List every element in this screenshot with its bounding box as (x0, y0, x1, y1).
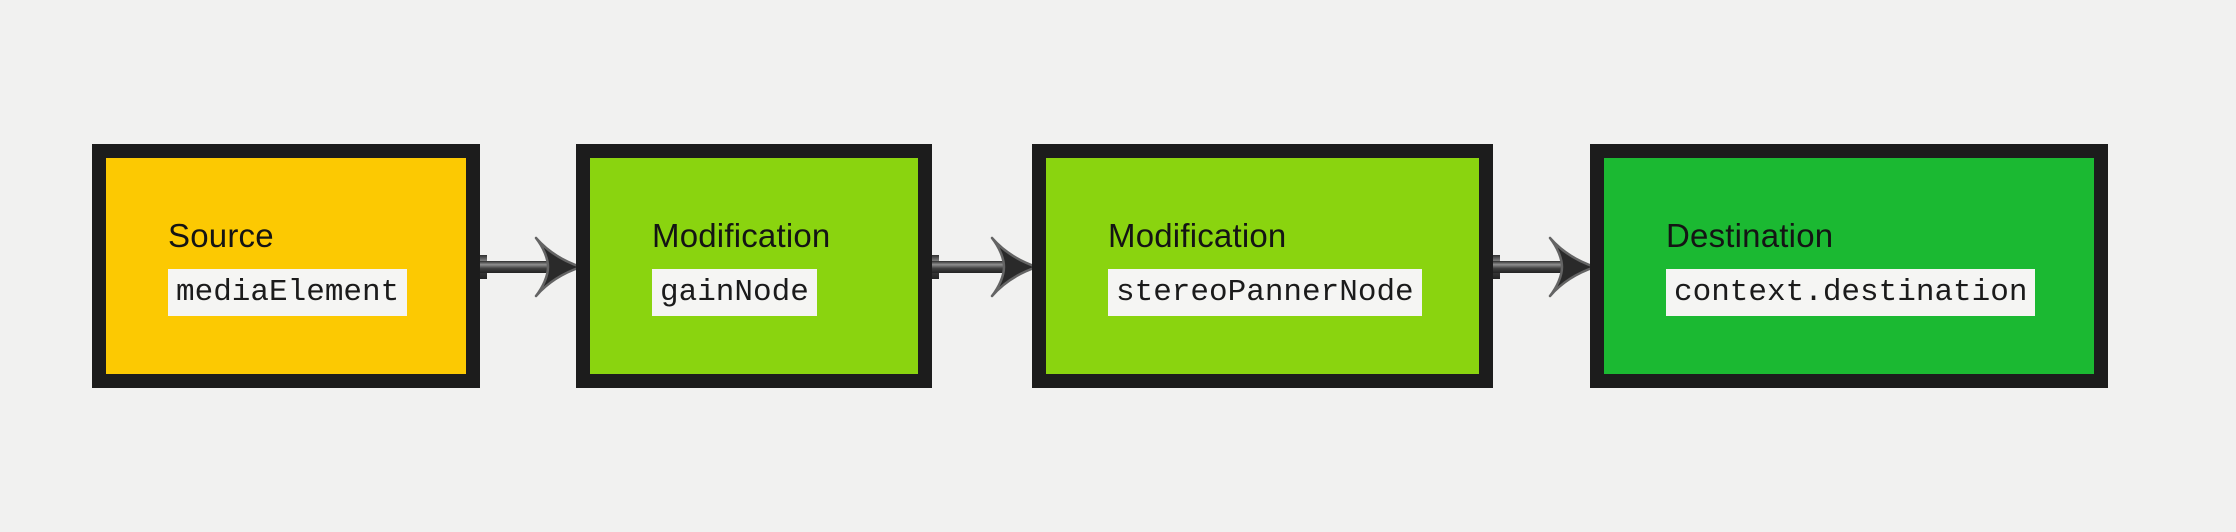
arrow-shaft (932, 261, 1008, 273)
node-code-label: gainNode (652, 268, 817, 316)
node-modification-gain: Modification gainNode (576, 144, 932, 388)
node-title: Source (168, 217, 274, 255)
arrow-graphic (932, 236, 1038, 298)
arrow-shaft (1493, 261, 1566, 273)
node-title: Modification (652, 217, 831, 255)
arrow-head-icon (534, 236, 582, 298)
node-destination: Destination context.destination (1590, 144, 2108, 388)
arrow-graphic (1493, 236, 1596, 298)
node-source: Source mediaElement (92, 144, 480, 388)
node-code-label: context.destination (1666, 268, 2036, 316)
flow-arrow-2 (932, 232, 1038, 302)
flow-arrow-3 (1493, 232, 1596, 302)
node-code-label: stereoPannerNode (1108, 268, 1422, 316)
arrow-head-icon (990, 236, 1038, 298)
node-title: Modification (1108, 217, 1287, 255)
node-title: Destination (1666, 217, 1834, 255)
arrow-head-icon (1548, 236, 1596, 298)
flow-arrow-1 (480, 232, 582, 302)
arrow-graphic (480, 236, 582, 298)
node-modification-panner: Modification stereoPannerNode (1032, 144, 1493, 388)
node-code-label: mediaElement (168, 268, 408, 316)
arrow-shaft (480, 261, 552, 273)
